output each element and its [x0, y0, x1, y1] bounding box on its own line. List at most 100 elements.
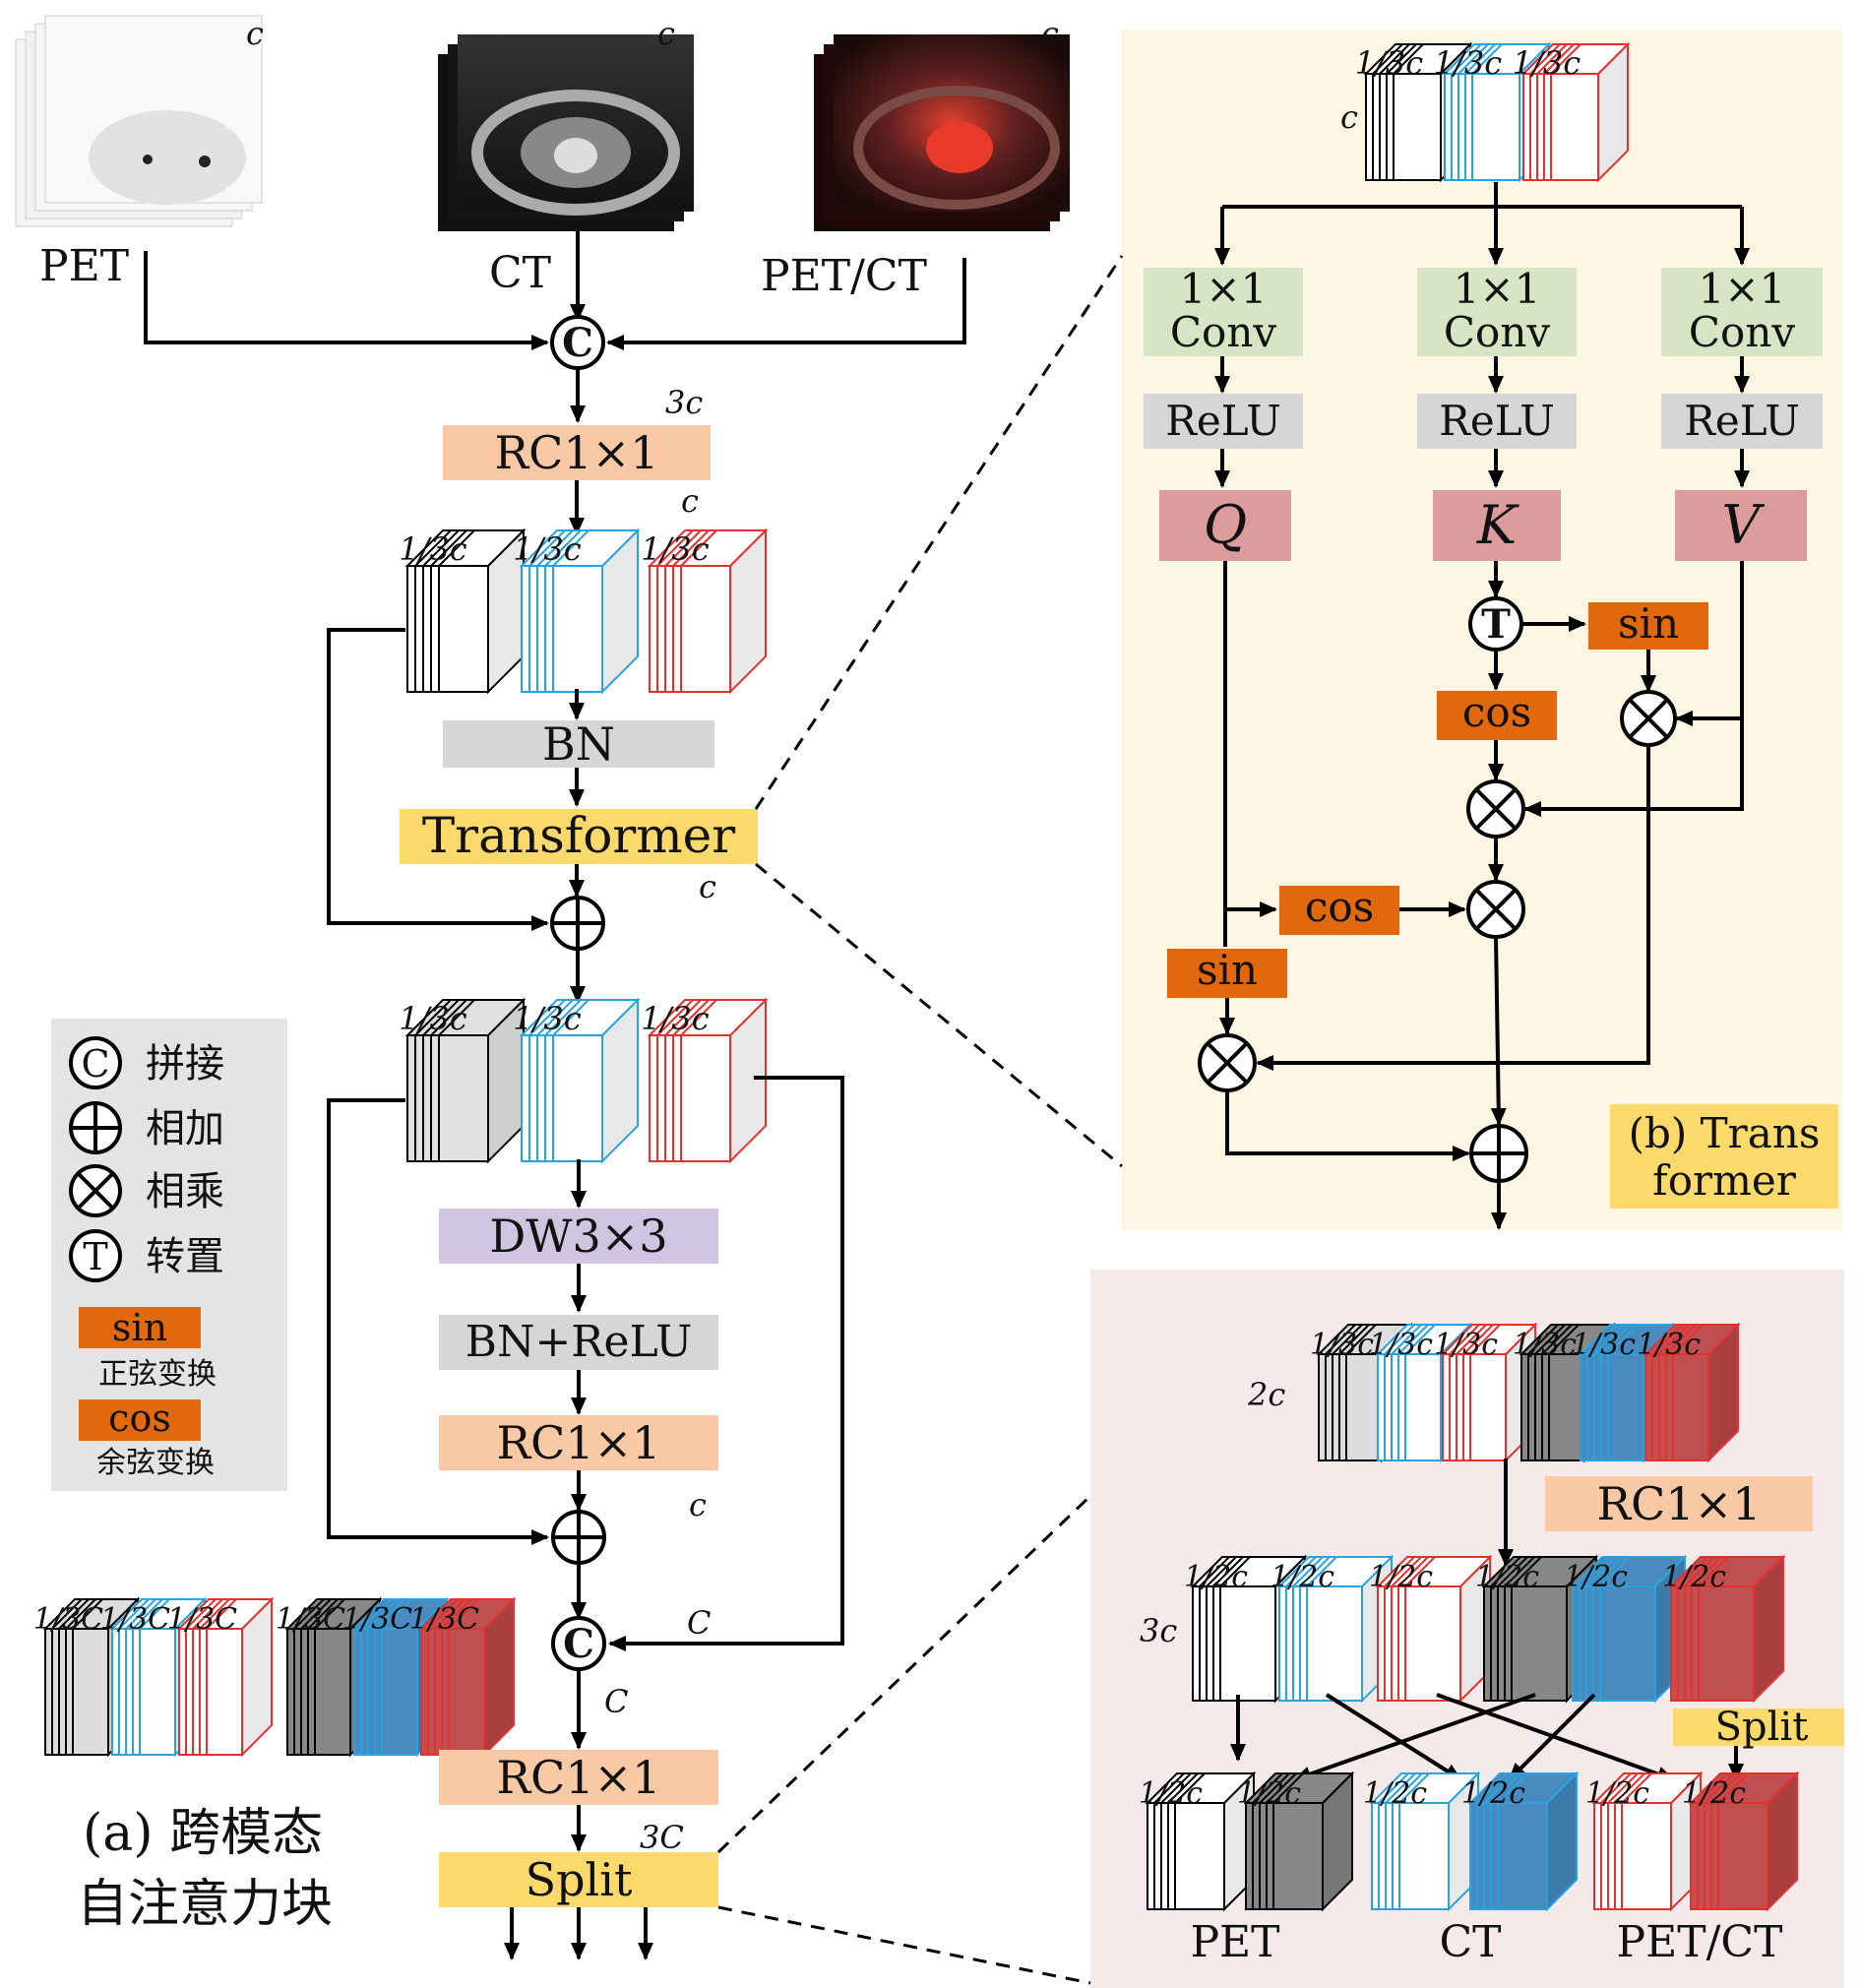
stack-s2-f: [1668, 1554, 1786, 1704]
rc1-label: RC1×1: [495, 426, 659, 479]
stack-s1-d-label: 1/3c: [1513, 1328, 1577, 1362]
transformer-label: Transformer: [422, 807, 735, 864]
cross-arrow-2: [1325, 1693, 1462, 1781]
rc3-label: RC1×1: [497, 1751, 661, 1804]
svg-text:T: T: [83, 1235, 107, 1278]
conv-block-k: [1417, 268, 1577, 356]
bn-label: BN: [542, 717, 615, 771]
q-block: [1159, 490, 1291, 561]
caption-a-line2: 自注意力块: [77, 1875, 333, 1934]
stack-s3-pet-b: [1243, 1771, 1355, 1912]
stack-s1-f: [1643, 1322, 1741, 1463]
bnrelu-label: BN+ReLU: [465, 1317, 693, 1367]
stack-s3-pet-a: [1145, 1771, 1257, 1912]
dim-c-1: c: [681, 482, 699, 520]
concat-op-2: C: [551, 1616, 606, 1671]
bnrelu-block: [439, 1315, 718, 1370]
zoom-line-transformer-top: [754, 255, 1124, 810]
relu-v-label: ReLU: [1684, 397, 1799, 445]
mul-op-qsin: [1198, 1033, 1257, 1092]
sin-k-label: sin: [1618, 599, 1679, 648]
v-label: V: [1722, 494, 1766, 556]
stack-b-petct-label: 1/3c: [1513, 44, 1581, 82]
stack-s2-c: [1375, 1554, 1493, 1704]
skip-line-to-concat: [608, 1076, 844, 1651]
split-dim-3c: 3c: [1140, 1612, 1177, 1649]
cos-k-label: cos: [1462, 688, 1531, 736]
stack-3-f-label: 1/3C: [409, 1602, 479, 1637]
stack-s2-b: [1276, 1554, 1395, 1704]
conv-q-l1: 1×1: [1180, 265, 1268, 313]
stack-s2-e: [1570, 1554, 1688, 1704]
split-out-pet: PET: [1190, 1917, 1279, 1967]
caption-b-line1: (b) Trans: [1629, 1109, 1821, 1157]
rc1-block: [443, 425, 711, 480]
stack-s3-ct-b: [1467, 1771, 1580, 1912]
stack-2-ct: [519, 997, 641, 1164]
dim-pet-c: c: [246, 15, 264, 52]
relu-block-v: [1661, 394, 1823, 449]
svg-text:C: C: [81, 1042, 109, 1086]
stack-b-petct: [1520, 41, 1631, 183]
stack-s1-a-label: 1/3c: [1310, 1328, 1374, 1362]
arrow-sinv-mulqsin: [1256, 746, 1650, 1071]
stack-b-pet-label: 1/3c: [1355, 44, 1424, 82]
stack-s2-b-label: 1/2c: [1271, 1560, 1334, 1594]
stack-s2-a-label: 1/2c: [1184, 1560, 1248, 1594]
stack-s3-pet-a-label: 1/2c: [1139, 1776, 1203, 1811]
cross-arrow-4: [1293, 1693, 1536, 1782]
stack-3-b-label: 1/3C: [100, 1602, 170, 1637]
arrow-pet-concat: [144, 251, 549, 350]
split-label: Split: [526, 1853, 633, 1906]
cross-arrow-3: [1436, 1693, 1675, 1782]
split-rc-block: [1545, 1476, 1813, 1531]
dim-C-1: C: [687, 1604, 711, 1642]
stack-s2-e-label: 1/2c: [1564, 1560, 1628, 1594]
dw-block: [439, 1209, 718, 1264]
legend-sin-label: sin: [112, 1306, 167, 1349]
rc2-block: [439, 1415, 718, 1470]
mul-op-qcos: [1466, 880, 1525, 939]
split-dim-2c: 2c: [1247, 1376, 1285, 1413]
stack-2-petct: [647, 997, 769, 1164]
split-detail-split-block: [1673, 1708, 1844, 1746]
bn-block: [443, 720, 714, 768]
dim-3c: 3c: [665, 384, 703, 421]
rc3-block: [439, 1750, 718, 1805]
label-pet: PET: [39, 241, 129, 291]
transformer-block[interactable]: [400, 809, 758, 864]
add-op-2: [551, 1510, 606, 1565]
k-label: K: [1476, 494, 1519, 556]
stack-s3-ct-b-label: 1/2c: [1461, 1776, 1525, 1811]
stack-s1-e-label: 1/3c: [1572, 1328, 1636, 1362]
legend-mul-text: 相乘: [146, 1169, 224, 1214]
concat-op-1: C: [550, 315, 605, 370]
legend-transpose-text: 转置: [146, 1234, 224, 1279]
stack-s1-b-label: 1/3c: [1369, 1328, 1433, 1362]
stack-s3-petct-a-label: 1/2c: [1585, 1776, 1649, 1811]
label-petct: PET/CT: [761, 251, 927, 301]
stack-s1-c-label: 1/3c: [1434, 1328, 1498, 1362]
mul-op-cosv: [1466, 779, 1525, 839]
caption-b-line2: former: [1652, 1156, 1797, 1205]
cross-arrow-5: [1508, 1693, 1596, 1781]
rc2-label: RC1×1: [497, 1416, 661, 1469]
split-block[interactable]: [439, 1852, 718, 1907]
sin-q-label: sin: [1197, 946, 1258, 994]
legend-add-text: 相加: [146, 1106, 224, 1151]
transformer-dim-c: c: [1340, 98, 1358, 136]
dim-petct-c: c: [1041, 15, 1059, 52]
cos-block-q: [1279, 886, 1399, 935]
stack-s2-f-label: 1/2c: [1662, 1560, 1726, 1594]
stack-b-ct-label: 1/3c: [1434, 44, 1503, 82]
dim-3C: 3C: [640, 1819, 684, 1856]
legend-cos-label: cos: [108, 1397, 171, 1440]
stack-3-e-label: 1/3C: [342, 1602, 412, 1637]
conv-q-l2: Conv: [1170, 308, 1276, 356]
petct-image-stack: [814, 34, 1070, 231]
